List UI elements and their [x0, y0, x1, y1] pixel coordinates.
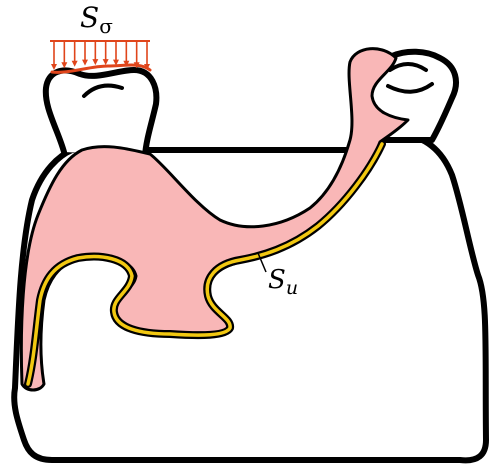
load-arrow-head: [72, 61, 78, 67]
load-arrow-head: [103, 59, 109, 65]
label-s-sigma-sub: σ: [99, 14, 113, 38]
label-s-u-sub: u: [286, 277, 298, 299]
load-arrow-head: [61, 62, 67, 68]
load-arrow-head: [82, 60, 88, 66]
load-arrow-head: [92, 59, 98, 65]
natural-tooth: [46, 70, 157, 156]
load-arrow-head: [51, 64, 57, 70]
label-s-sigma: Sσ: [80, 1, 113, 38]
